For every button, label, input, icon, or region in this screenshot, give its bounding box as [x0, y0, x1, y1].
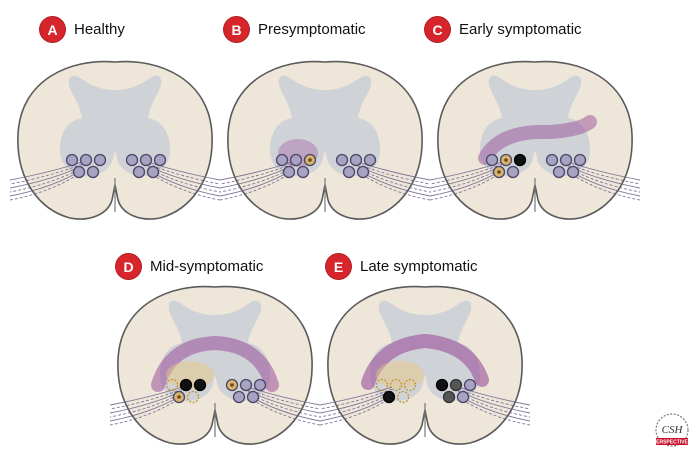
stage-title-b: Presymptomatic: [258, 21, 366, 38]
panel-late-symptomatic: E Late symptomatic: [320, 245, 550, 457]
motor-neuron-right: [255, 380, 266, 391]
neuron-nucleus: [497, 170, 501, 174]
motor-neuron-left: [67, 155, 78, 166]
motor-neuron-right: [458, 392, 469, 403]
spinal-cord-section-d: [110, 275, 320, 455]
spinal-cord-section-c: [430, 50, 640, 230]
stage-title-c: Early symptomatic: [459, 21, 582, 38]
logo-subtext: PERSPECTIVES: [653, 440, 692, 446]
motor-neuron-right: [437, 380, 448, 391]
motor-neuron-right: [344, 167, 355, 178]
csh-perspectives-logo: CSH PERSPECTIVES: [652, 412, 692, 452]
stage-label-b: B Presymptomatic: [224, 17, 366, 42]
motor-neuron-left: [384, 392, 395, 403]
motor-neuron-right: [575, 155, 586, 166]
panel-mid-symptomatic: D Mid-symptomatic: [110, 245, 340, 457]
motor-neuron-right: [234, 392, 245, 403]
astrocyte-zone: [376, 361, 424, 389]
stage-title-d: Mid-symptomatic: [150, 258, 263, 275]
stage-title-a: Healthy: [74, 21, 125, 38]
motor-neuron-right: [127, 155, 138, 166]
motor-neuron-right: [148, 167, 159, 178]
motor-neuron-left: [195, 380, 206, 391]
motor-neuron-right: [155, 155, 166, 166]
spinal-cord-section-e: [320, 275, 530, 455]
stage-title-e: Late symptomatic: [360, 258, 478, 275]
spinal-cord-section-a: [10, 50, 220, 230]
spinal-cord-section-b: [220, 50, 430, 230]
neuron-nucleus: [230, 383, 234, 387]
motor-neuron-left: [487, 155, 498, 166]
motor-neuron-left: [74, 167, 85, 178]
motor-neuron-right: [561, 155, 572, 166]
motor-neuron-right: [141, 155, 152, 166]
neuron-nucleus: [177, 395, 181, 399]
stage-badge-a: A: [40, 17, 65, 42]
logo-text: CSH: [662, 424, 684, 436]
neuron-nucleus: [504, 158, 508, 162]
motor-neuron-left: [95, 155, 106, 166]
motor-neuron-right: [465, 380, 476, 391]
motor-neuron-left: [298, 167, 309, 178]
motor-neuron-right: [358, 167, 369, 178]
motor-neuron-left: [515, 155, 526, 166]
motor-neuron-left: [277, 155, 288, 166]
panel-healthy: A Healthy: [0, 0, 230, 230]
motor-neuron-right: [351, 155, 362, 166]
panel-early-symptomatic: C Early symptomatic: [430, 0, 670, 230]
motor-neuron-left: [81, 155, 92, 166]
motor-neuron-right: [134, 167, 145, 178]
neuron-nucleus: [308, 158, 312, 162]
stage-label-c: C Early symptomatic: [425, 17, 582, 42]
motor-neuron-left: [291, 155, 302, 166]
motor-neuron-right: [554, 167, 565, 178]
motor-neuron-right: [337, 155, 348, 166]
panel-presymptomatic: B Presymptomatic: [220, 0, 450, 230]
stage-badge-b: B: [224, 17, 249, 42]
motor-neuron-left: [508, 167, 519, 178]
motor-neuron-right: [568, 167, 579, 178]
stage-badge-c: C: [425, 17, 450, 42]
motor-neuron-right: [547, 155, 558, 166]
motor-neuron-left: [181, 380, 192, 391]
motor-neuron-right: [365, 155, 376, 166]
motor-neuron-right: [248, 392, 259, 403]
motor-neuron-right: [451, 380, 462, 391]
motor-neuron-left: [88, 167, 99, 178]
motor-neuron-right: [241, 380, 252, 391]
motor-neuron-left: [284, 167, 295, 178]
motor-neuron-right: [444, 392, 455, 403]
stage-label-a: A Healthy: [40, 17, 125, 42]
